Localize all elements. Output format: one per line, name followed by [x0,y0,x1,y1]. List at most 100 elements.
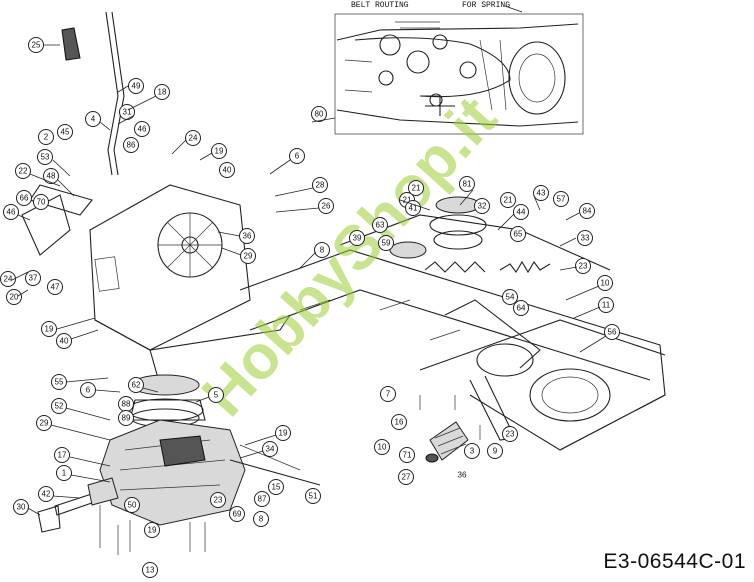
svg-text:40: 40 [60,337,69,346]
callout-bubble: 54 [502,289,518,305]
svg-text:20: 20 [10,293,19,302]
callout-bubble: 46 [134,121,150,137]
svg-text:39: 39 [353,234,362,243]
svg-text:19: 19 [45,325,54,334]
svg-text:40: 40 [223,166,232,175]
callout-bubble: 22 [15,163,31,179]
callout-bubble: 29 [36,415,52,431]
svg-text:8: 8 [320,246,325,255]
callout-bubble: 17 [54,447,70,463]
callout-bubble: 55 [51,374,67,390]
svg-text:29: 29 [40,419,49,428]
svg-text:81: 81 [463,180,472,189]
diagram-code: E3-06544C-01 [603,550,746,573]
svg-text:19: 19 [279,429,288,438]
callout-bubble: 21 [408,180,424,196]
svg-text:25: 25 [32,41,41,50]
callout-bubble: 21 [500,192,516,208]
svg-text:31: 31 [123,108,132,117]
callout-bubble: 28 [312,177,328,193]
callout-bubble: 13 [142,562,158,578]
callout-bubble: 40 [219,162,235,178]
svg-text:21: 21 [412,184,421,193]
callout-bubble: 1 [56,465,72,481]
callout-bubble: 42 [38,486,54,502]
callout-bubble: 29 [240,248,256,264]
callout-bubble: 88 [118,396,134,412]
svg-text:62: 62 [132,381,141,390]
svg-text:34: 34 [266,445,275,454]
svg-text:69: 69 [233,510,242,519]
svg-text:36: 36 [458,471,467,480]
callout-bubble: 63 [372,217,388,233]
callout-bubble: 39 [349,230,365,246]
svg-text:2: 2 [44,133,49,142]
svg-text:28: 28 [316,181,325,190]
svg-text:57: 57 [557,195,566,204]
svg-text:84: 84 [583,207,592,216]
callout-bubble: 7 [380,386,396,402]
svg-text:4: 4 [91,115,96,124]
svg-text:80: 80 [315,110,324,119]
right-assembly [339,196,666,463]
callout-bubble: 81 [459,176,475,192]
svg-text:65: 65 [514,230,523,239]
callout-bubble: 87 [254,491,270,507]
callout-bubble: 37 [25,270,41,286]
callout-bubble: 89 [118,410,134,426]
callout-bubble: 84 [579,203,595,219]
svg-text:8: 8 [259,515,264,524]
leader-lines [11,44,607,516]
svg-text:63: 63 [376,221,385,230]
svg-text:47: 47 [51,283,60,292]
svg-text:24: 24 [189,134,198,143]
callout-bubble: 10 [597,275,613,291]
svg-text:26: 26 [322,202,331,211]
callout-bubble: 25 [28,37,44,53]
svg-text:46: 46 [138,125,147,134]
svg-text:18: 18 [158,88,167,97]
svg-text:13: 13 [146,566,155,575]
callout-bubble: 15 [268,479,284,495]
callouts: 25 49 18 31 4 46 24 2 45 86 19 40 6 53 2… [0,37,620,578]
callout-bubble: 33 [577,230,593,246]
callout-bubble: 11 [598,297,614,313]
svg-text:87: 87 [258,495,267,504]
svg-text:45: 45 [61,128,70,137]
callout-bubble: 69 [229,506,245,522]
svg-text:54: 54 [506,293,515,302]
svg-text:1: 1 [62,469,67,478]
watermark: HobbyShop.it [189,84,510,430]
svg-text:46: 46 [7,208,16,217]
svg-text:32: 32 [478,202,487,211]
callout-bubble: 30 [13,499,29,515]
callout-bubble: 52 [51,398,67,414]
callout-bubble: 40 [56,333,72,349]
callout-bubble: 49 [128,78,144,94]
svg-text:9: 9 [493,447,498,456]
callout-bubble: 65 [510,226,526,242]
svg-text:23: 23 [579,262,588,271]
callout-bubble: 80 [311,106,327,122]
callout-bubble: 9 [487,443,503,459]
svg-text:10: 10 [601,279,610,288]
svg-text:30: 30 [17,503,26,512]
svg-text:51: 51 [309,492,318,501]
callout-bubble: 24 [185,130,201,146]
callout-bubble: 41 [405,200,421,216]
callout-bubble: 24 [0,271,16,287]
svg-text:88: 88 [122,400,131,409]
callout-bubble: 4 [85,111,101,127]
callout-bubble: 66 [16,190,32,206]
svg-text:59: 59 [382,239,391,248]
svg-text:52: 52 [55,402,64,411]
callout-bubble: 44 [513,204,529,220]
callout-bubble: 50 [124,497,140,513]
callout-bubble: 47 [47,279,63,295]
svg-text:6: 6 [86,386,91,395]
callout-bubble: 27 [398,469,414,485]
svg-text:23: 23 [506,430,515,439]
callout-bubble: 23 [210,492,226,508]
svg-text:10: 10 [378,443,387,452]
